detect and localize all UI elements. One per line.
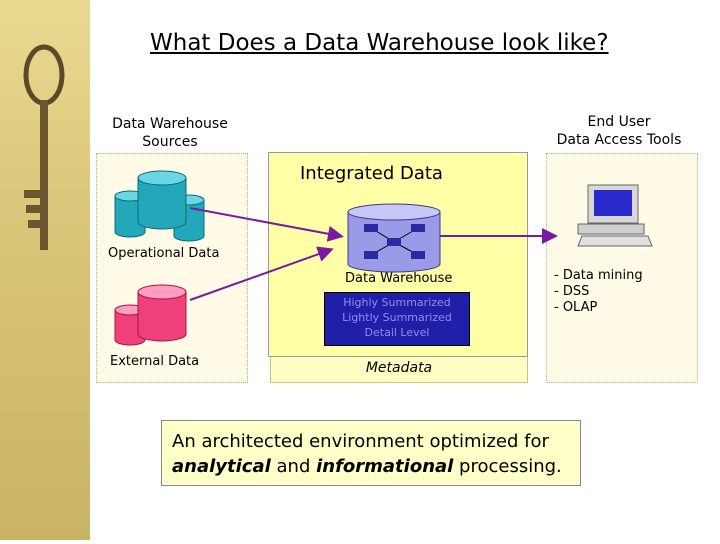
- metadata-label: Metadata: [365, 360, 433, 376]
- external-database-icon: [114, 284, 187, 346]
- caption-text-1: An architected environment optimized for: [172, 431, 549, 452]
- warehouse-database-icon: [347, 203, 441, 273]
- sources-heading: Data Warehouse Sources: [100, 115, 240, 151]
- decorative-strip: [0, 0, 90, 540]
- tool-data-mining: - Data mining: [554, 268, 643, 283]
- caption-box: An architected environment optimized for…: [161, 420, 581, 486]
- page-title: What Does a Data Warehouse look like?: [150, 30, 609, 56]
- tools-heading: End User Data Access Tools: [546, 113, 692, 149]
- tool-olap: - OLAP: [554, 300, 598, 315]
- key-icon: [23, 44, 65, 250]
- caption-emphasis-informational: informational: [316, 456, 454, 477]
- caption-text-3: processing.: [453, 456, 562, 477]
- integrated-data-label: Integrated Data: [300, 163, 443, 184]
- tools-heading-line1: End User: [587, 114, 651, 130]
- warehouse-label: Data Warehouse: [345, 271, 453, 286]
- computer-icon: [577, 184, 653, 247]
- tools-heading-line2: Data Access Tools: [556, 132, 682, 148]
- operational-data-label: Operational Data: [108, 246, 220, 261]
- summary-level-detail: Detail Level: [364, 326, 430, 339]
- external-data-label: External Data: [110, 354, 200, 369]
- caption-emphasis-analytical: analytical: [172, 456, 271, 477]
- sources-heading-line1: Data Warehouse: [112, 116, 228, 132]
- operational-database-icon: [114, 170, 205, 242]
- summary-level-highly: Highly Summarized: [343, 296, 451, 309]
- summary-level-lightly: Lightly Summarized: [342, 311, 452, 324]
- tool-dss: - DSS: [554, 284, 590, 299]
- tools-list: - Data mining - DSS - OLAP: [554, 268, 643, 316]
- caption-text-2: and: [270, 456, 317, 477]
- sources-heading-line2: Sources: [142, 134, 198, 150]
- summary-levels-box: Highly Summarized Lightly Summarized Det…: [324, 292, 470, 346]
